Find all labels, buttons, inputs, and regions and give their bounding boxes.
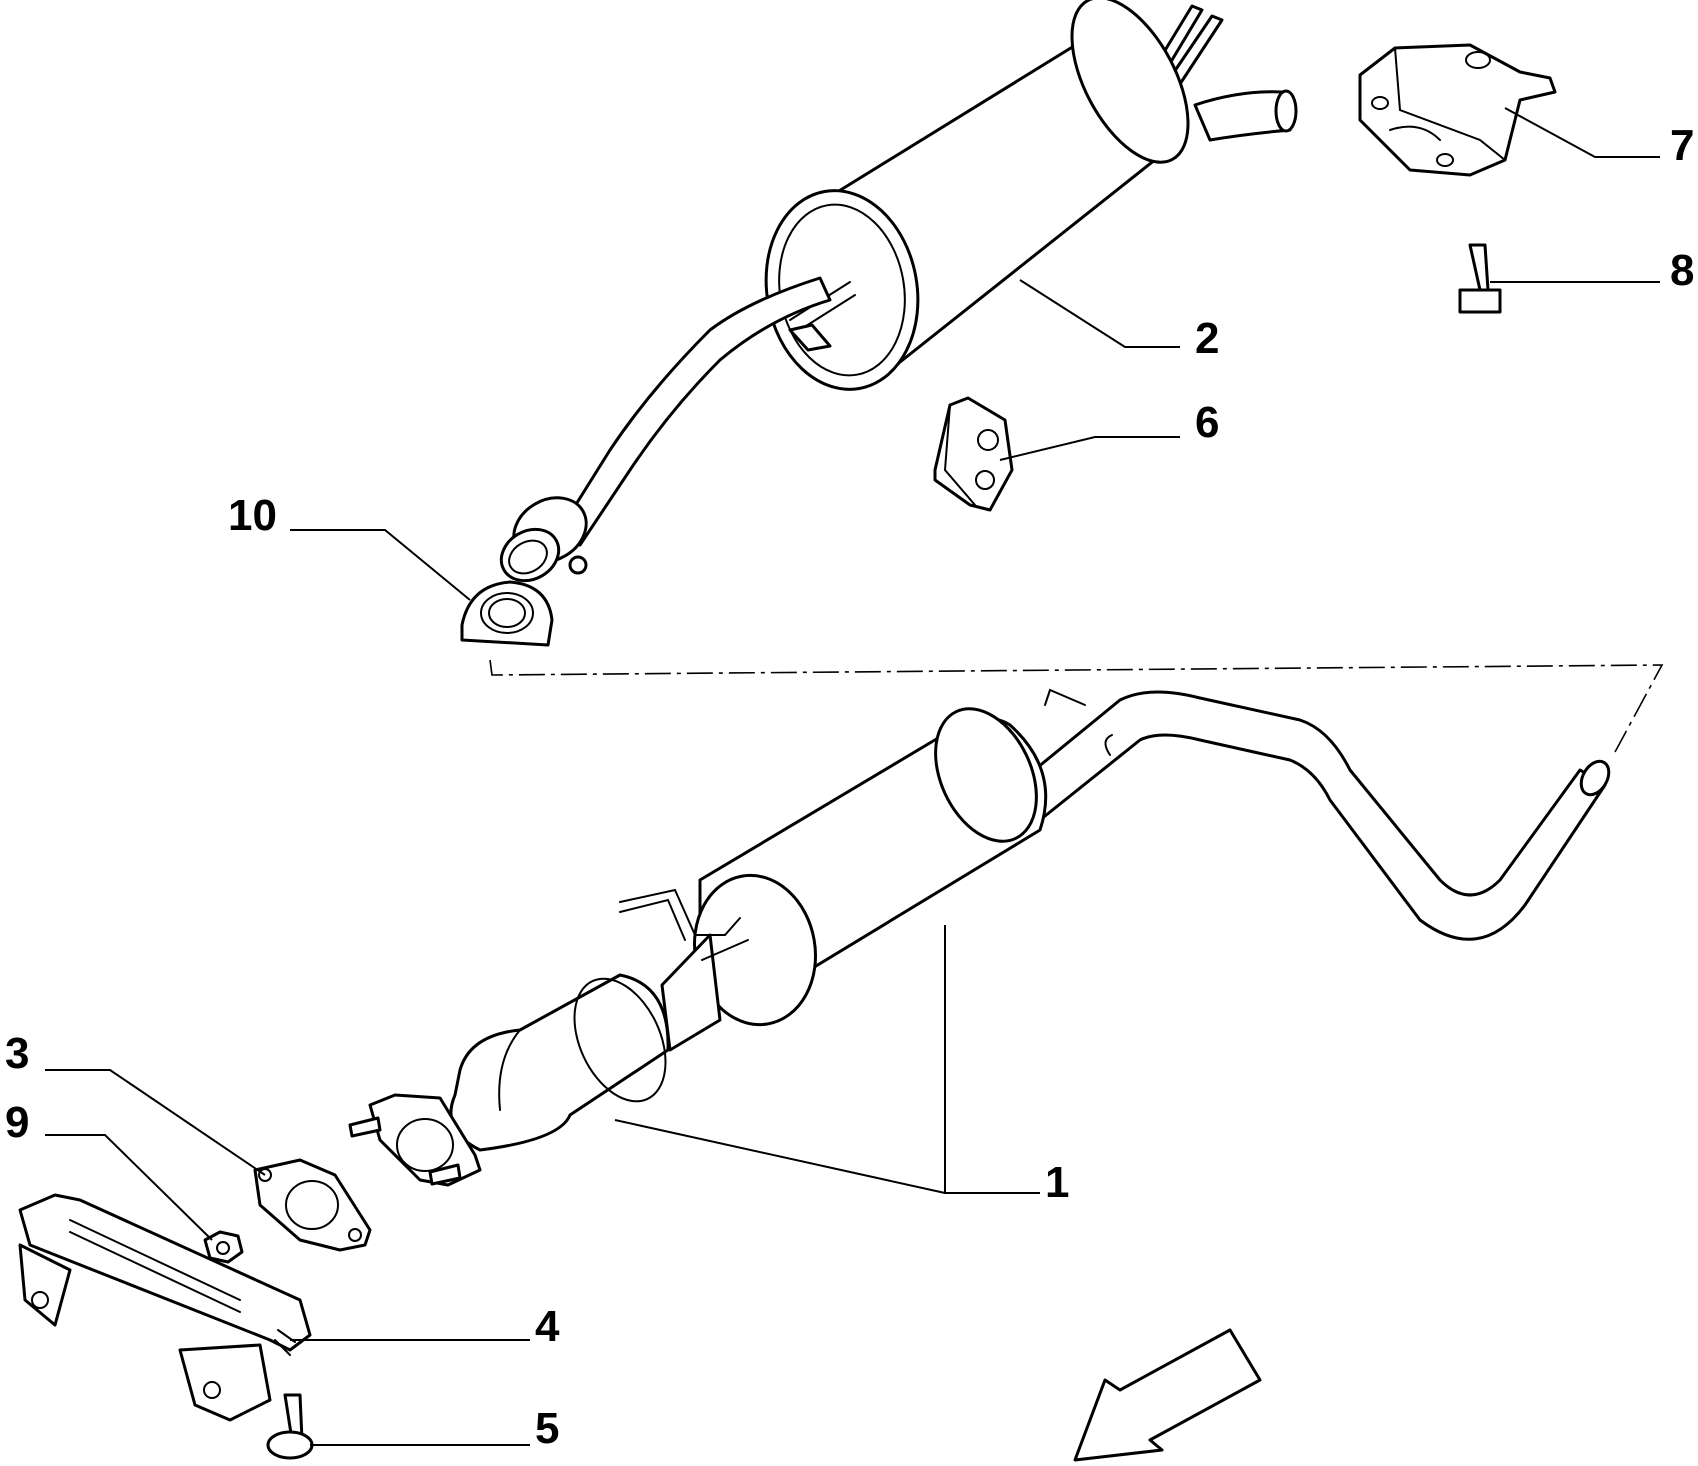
leader-lines — [45, 107, 1660, 1446]
callout-3: 3 — [5, 1029, 29, 1078]
clamp-gasket-part-10 — [460, 580, 554, 647]
leader-line-6 — [999, 436, 1180, 461]
bolt-part-5 — [266, 1393, 314, 1460]
callout-10: 10 — [228, 491, 277, 540]
rear-muffler-part-2 — [499, 0, 1298, 583]
callout-6: 6 — [1195, 398, 1219, 447]
leader-line-7 — [1504, 107, 1660, 158]
leader-line-10 — [290, 529, 471, 601]
alignment-dashed-line — [489, 659, 1664, 753]
bolt-part-8 — [1458, 243, 1502, 314]
front-pipe-part-1 — [348, 688, 1611, 1187]
support-bracket-part-4 — [18, 1193, 312, 1422]
callout-labels: 1 2 3 4 5 6 7 8 9 10 — [5, 121, 1694, 1453]
leader-line-9 — [45, 1134, 213, 1241]
nut-part-9 — [203, 1230, 244, 1264]
mount-bracket-part-7 — [1358, 43, 1557, 177]
callout-4: 4 — [535, 1302, 560, 1351]
flange-gasket-part-3 — [253, 1158, 372, 1252]
direction-arrow-icon — [1073, 1328, 1262, 1462]
leader-line-2 — [1019, 279, 1180, 348]
rubber-hanger-part-6 — [933, 396, 1014, 512]
leader-line-1 — [614, 925, 1040, 1194]
callout-7: 7 — [1670, 121, 1694, 170]
callout-2: 2 — [1195, 314, 1219, 363]
callout-5: 5 — [535, 1404, 559, 1453]
callout-9: 9 — [5, 1098, 29, 1147]
callout-1: 1 — [1045, 1158, 1069, 1207]
callout-8: 8 — [1670, 246, 1694, 295]
leader-line-3 — [45, 1069, 266, 1176]
